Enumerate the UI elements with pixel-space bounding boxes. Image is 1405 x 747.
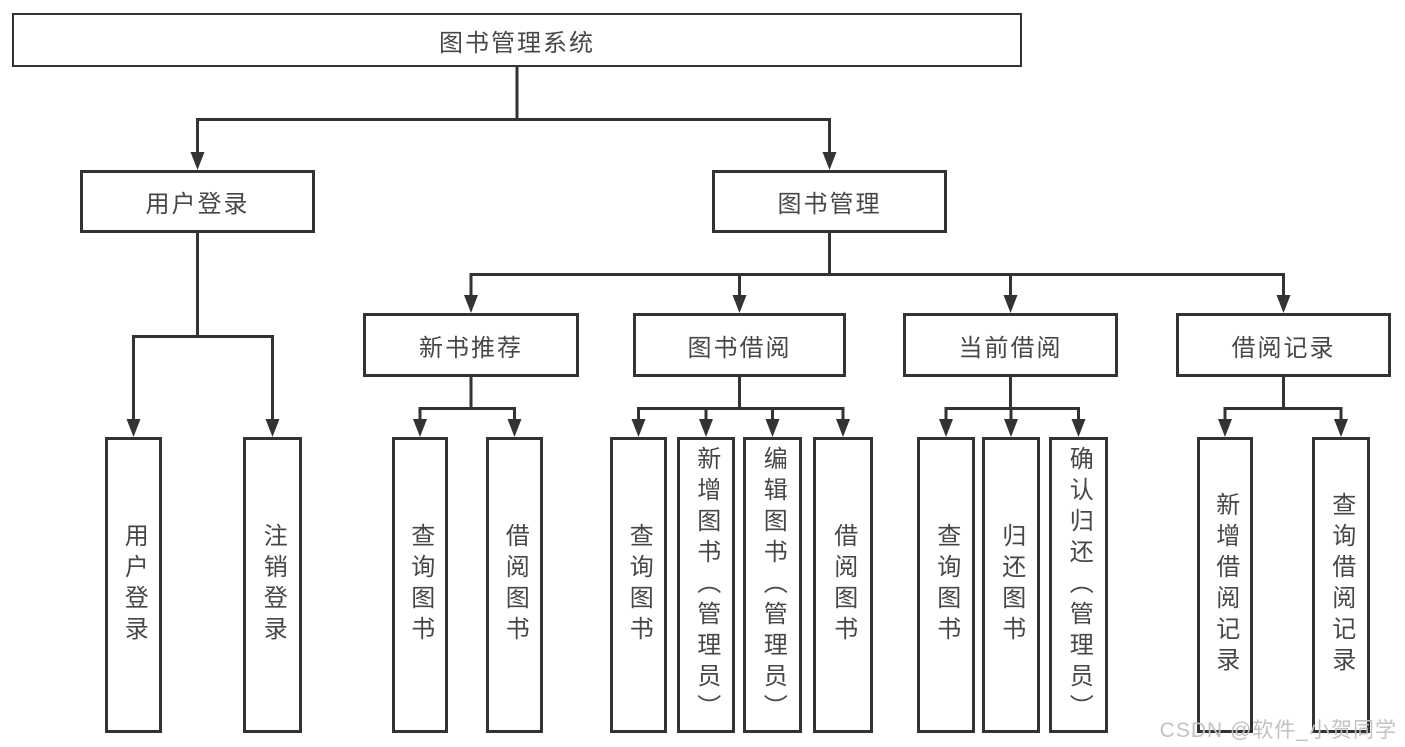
leaf-user-login: 用户登录 [105,437,162,733]
leaf-label: 注销登录 [259,523,287,647]
leaf-label: 编辑图书（管理员） [759,445,787,725]
node-label: 用户登录 [145,191,250,218]
leaf-label: 新增图书（管理员） [692,445,720,725]
leaf-label: 用户登录 [120,523,148,647]
leaf-query-borrow-record: 查询借阅记录 [1312,437,1370,733]
leaf-label: 借阅图书 [501,523,529,647]
node-label: 图书借阅 [687,334,792,362]
leaf-label: 查询借阅记录 [1327,492,1355,678]
leaf-return-book: 归还图书 [982,437,1040,733]
node-book-management: 图书管理 [712,170,947,233]
leaf-query-books-current: 查询图书 [917,437,975,733]
leaf-label: 新增借阅记录 [1211,492,1239,678]
leaf-label: 借阅图书 [829,523,857,647]
leaf-label: 查询图书 [406,523,434,647]
leaf-borrow-books: 借阅图书 [813,437,873,733]
csdn-watermark: CSDN @软件_小贺同学 [1159,719,1397,742]
leaf-label: 查询图书 [932,523,960,647]
node-book-borrowing: 图书借阅 [633,313,846,377]
leaf-label: 确认归还（管理员） [1065,445,1093,725]
leaf-query-books-borrowing: 查询图书 [610,437,667,733]
node-label: 新书推荐 [419,334,523,362]
leaf-label: 查询图书 [625,523,653,647]
node-current-borrowing: 当前借阅 [903,313,1118,377]
leaf-borrow-books-recommend: 借阅图书 [486,437,543,733]
node-user-login-group: 用户登录 [80,170,315,233]
node-label: 图书管理系统 [439,29,595,57]
leaf-add-book-admin: 新增图书（管理员） [677,437,735,733]
leaf-logout: 注销登录 [243,437,302,733]
node-label: 借阅记录 [1231,334,1336,362]
leaf-query-books-recommend: 查询图书 [392,437,448,733]
leaf-add-borrow-record: 新增借阅记录 [1197,437,1253,733]
node-label: 图书管理 [777,191,882,218]
node-borrow-records: 借阅记录 [1176,313,1391,377]
leaf-confirm-return-admin: 确认归还（管理员） [1049,437,1108,733]
leaf-edit-book-admin: 编辑图书（管理员） [743,437,802,733]
node-new-book-recommend: 新书推荐 [363,313,579,377]
leaf-label: 归还图书 [997,523,1025,647]
node-library-system: 图书管理系统 [12,13,1022,67]
node-label: 当前借阅 [958,334,1063,362]
